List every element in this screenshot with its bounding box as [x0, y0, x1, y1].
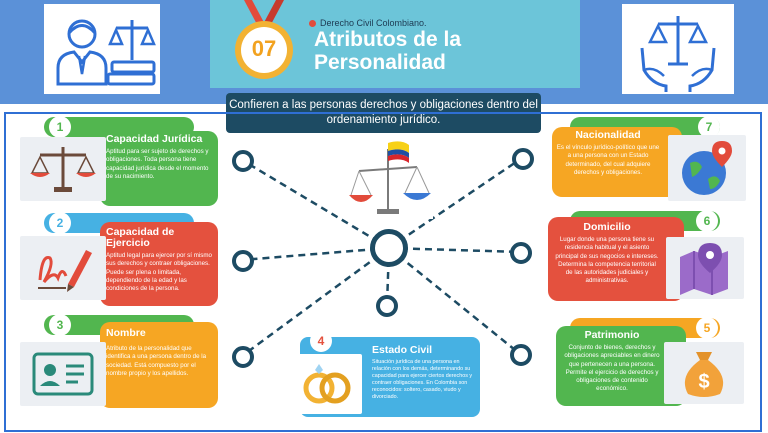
attribute-3-text: Atributo de la personalidad que identifi… — [106, 345, 207, 377]
center-node — [370, 229, 408, 267]
medal-number: 07 — [251, 36, 277, 61]
map-pin-icon — [680, 243, 728, 295]
medal-icon — [235, 0, 293, 79]
attribute-2-icon-tile — [20, 236, 106, 300]
subtitle-bullet — [309, 20, 316, 27]
attribute-4-title: Estado Civil — [372, 344, 433, 356]
attribute-5-text: Conjunto de bienes, derechos y obligacio… — [564, 344, 660, 393]
header-right-icon-box — [622, 4, 734, 94]
page-title: Atributos de la Personalidad — [314, 28, 462, 74]
connector-line-4 — [385, 247, 391, 306]
attribute-6-number: 6 — [696, 210, 718, 232]
attribute-7-text: Es el vínculo jurídico-político que une … — [556, 144, 660, 176]
attribute-5-title: Patrimonio — [584, 329, 640, 341]
scales-icon — [30, 147, 96, 192]
id-card-icon — [32, 352, 94, 396]
connector-line-3 — [241, 246, 390, 358]
node-5 — [510, 344, 532, 366]
attribute-7-card: Nacionalidad Es el vínculo jurídico-polí… — [552, 127, 682, 197]
attribute-6-text: Lugar donde una persona tiene su residen… — [555, 236, 659, 285]
attribute-6-card: Domicilio Lugar donde una persona tiene … — [548, 217, 684, 301]
node-6 — [510, 242, 532, 264]
node-7 — [512, 148, 534, 170]
center-illustration-box — [343, 137, 433, 219]
connector-line-7 — [388, 156, 523, 250]
svg-text:$: $ — [698, 371, 709, 393]
header-left-icon-box — [44, 4, 160, 94]
subtitle: Derecho Civil Colombiano. — [320, 18, 427, 28]
attribute-5-icon-tile: $ — [664, 342, 744, 404]
attribute-1-text: Aptitud para ser sujeto de derechos y ob… — [106, 148, 209, 180]
attribute-6-title: Domicilio — [583, 221, 631, 233]
connector-line-2 — [241, 246, 390, 262]
globe-pin-icon — [682, 141, 732, 195]
attribute-2-card: Capacidad de Ejercicio Aptitud legal par… — [100, 222, 218, 306]
attribute-4-text: Situación jurídica de una persona en rel… — [372, 359, 473, 401]
attribute-1-icon-tile — [20, 137, 106, 201]
attribute-7-title: Nacionalidad — [575, 129, 641, 141]
node-4 — [376, 295, 398, 317]
attribute-2-text: Aptitud legal para ejercer por sí mismo … — [106, 252, 212, 293]
connector-line-5 — [388, 247, 521, 355]
attribute-1-card: Capacidad Jurídica Aptitud para ser suje… — [100, 131, 218, 206]
attribute-4-icon-tile — [292, 354, 362, 414]
colombia-flag-scales-icon — [349, 141, 431, 214]
attribute-3-title: Nombre — [106, 327, 146, 339]
attribute-3-card: Nombre Atributo de la personalidad que i… — [100, 322, 218, 408]
attribute-7-number: 7 — [698, 116, 720, 138]
attribute-2-number: 2 — [49, 212, 71, 234]
signature-pen-icon — [38, 250, 92, 292]
hands-scales-icon — [640, 16, 716, 92]
attribute-6-icon-tile — [666, 237, 744, 299]
lawyer-scales-books-icon — [56, 19, 156, 86]
attribute-7-icon-tile — [668, 135, 746, 201]
money-bag-icon: $ — [684, 352, 724, 397]
attribute-4-number: 4 — [310, 330, 332, 352]
connector-line-6 — [388, 246, 521, 254]
node-1 — [232, 150, 254, 172]
attribute-2-title: Capacidad de Ejercicio — [106, 226, 175, 249]
connector-line-1 — [241, 158, 390, 250]
attribute-1-number: 1 — [49, 116, 71, 138]
node-3 — [232, 346, 254, 368]
attribute-3-icon-tile — [20, 342, 106, 406]
node-2 — [232, 250, 254, 272]
wedding-rings-icon — [303, 364, 351, 404]
content-frame — [4, 112, 762, 432]
attribute-5-number: 5 — [696, 317, 718, 339]
attribute-1-title: Capacidad Jurídica — [106, 133, 203, 145]
attribute-3-number: 3 — [49, 314, 71, 336]
